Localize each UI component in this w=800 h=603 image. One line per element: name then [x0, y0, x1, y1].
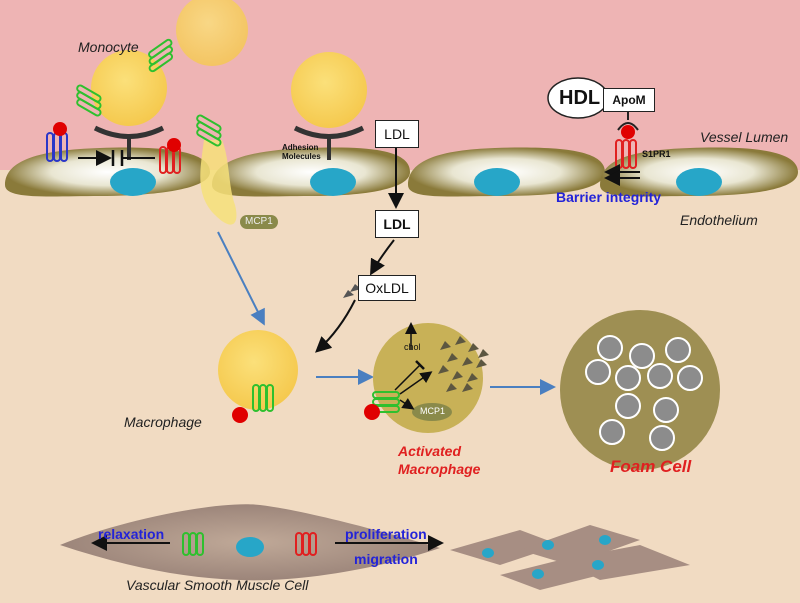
- monocyte-cell: [291, 52, 367, 128]
- oxldl-cluster: [438, 336, 489, 392]
- s1pr2-receptor-icon: [46, 122, 68, 162]
- s1p-ligand: [232, 407, 248, 423]
- mcp1-bubble: [412, 403, 452, 421]
- adhesion-molecules-label-2: Molecules: [282, 152, 321, 161]
- s1pr1-label: S1PR1: [642, 149, 671, 159]
- endothelial-layer: [5, 147, 798, 197]
- s1pr1-receptor-icon: [159, 138, 181, 174]
- hdl-label: HDL: [559, 87, 601, 109]
- foam-cell-label: Foam Cell: [610, 457, 692, 476]
- ldl-box-top: LDL: [375, 120, 419, 148]
- activated-macrophage-label-2: Macrophage: [398, 461, 481, 477]
- adhesion-molecule: [93, 125, 165, 139]
- endothelium-label: Endothelium: [680, 212, 758, 228]
- vessel-lumen-label: Vessel Lumen: [700, 129, 789, 145]
- nucleus: [110, 168, 156, 196]
- s1pr3-receptor-icon: [76, 84, 102, 117]
- endothelial-cell: [5, 147, 210, 197]
- s1pr3-receptor-icon: [148, 38, 174, 73]
- barrier-integrity-label: Barrier integrity: [556, 189, 662, 205]
- nucleus: [474, 168, 520, 196]
- proliferating-vsmc-cluster: [450, 525, 690, 590]
- lipid-droplets: [585, 335, 703, 451]
- macrophage-label: Macrophage: [124, 414, 202, 430]
- ldl-box-mid: LDL: [375, 210, 419, 238]
- nucleus: [676, 168, 722, 196]
- relaxation-label: relaxation: [98, 526, 165, 542]
- monocyte-cell: [91, 50, 167, 126]
- endothelial-cell: [212, 147, 410, 197]
- nucleus: [310, 168, 356, 196]
- adhesion-molecule: [293, 125, 365, 139]
- adhesion-molecules-label-1: Adhesion: [282, 143, 319, 152]
- monocyte-cell: [176, 0, 248, 66]
- oxldl-particle: [350, 284, 361, 292]
- oxldl-particle: [343, 290, 354, 298]
- s1pr3-receptor-icon: [196, 114, 222, 147]
- oxldl-box: OxLDL: [358, 275, 416, 301]
- monocyte-label: Monocyte: [78, 39, 139, 55]
- vsmc-label: Vascular Smooth Muscle Cell: [126, 577, 309, 593]
- apom-box: ApoM: [603, 88, 655, 112]
- mcp1-secreted-label: MCP1: [240, 215, 278, 229]
- chol-label: chol: [404, 342, 421, 352]
- mcp1-activated-label: MCP1: [420, 406, 446, 416]
- s1pr3-receptor-icon: [182, 532, 204, 556]
- macrophage-cell: [218, 330, 298, 410]
- s1pr1-receptor-icon: [615, 110, 639, 169]
- migrating-monocyte: [200, 140, 237, 225]
- nucleus: [236, 537, 264, 557]
- activated-macrophage-label-1: Activated: [398, 443, 462, 459]
- s1p-ligand: [364, 404, 380, 420]
- foam-cell: [560, 310, 720, 470]
- migration-label: migration: [354, 551, 418, 567]
- s1pr1-receptor-icon: [295, 532, 317, 556]
- s1pr3-receptor-icon: [252, 384, 274, 412]
- proliferation-label: proliferation: [345, 526, 427, 542]
